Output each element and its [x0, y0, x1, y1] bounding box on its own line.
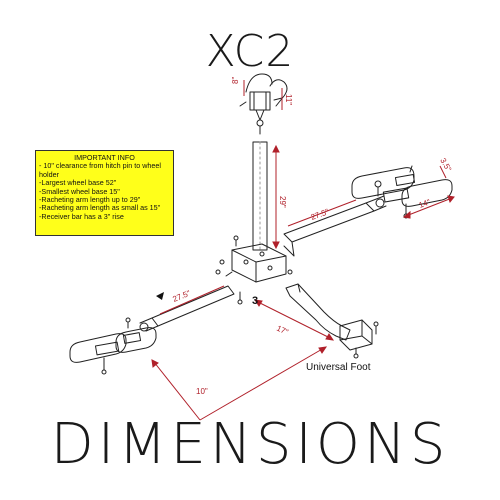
receiver-bar [285, 283, 351, 341]
dim-top-height: 11" [284, 94, 293, 105]
center-receiver [215, 235, 293, 305]
right-wheel-holder [351, 165, 453, 219]
dim-right-holder-height: 3.5" [438, 157, 453, 174]
info-list: - 10" clearance from hitch pin to wheel … [39, 161, 170, 221]
dim-top-width: 8" [231, 77, 240, 84]
dim-receiver-length: 17" [275, 324, 290, 337]
info-line: - 10" clearance from hitch pin to wheel [39, 161, 162, 171]
dim-rise: 3 [252, 295, 258, 307]
dim-right-arm-length: 27.5" [310, 207, 331, 222]
dim-clearance: 10" [196, 387, 208, 396]
mast-tube [252, 141, 268, 251]
direction-arrow [156, 292, 164, 300]
model-title: XC2 [205, 26, 295, 77]
dim-right-holder-length: 14" [418, 197, 432, 210]
info-line: -Largest wheel base 52" [39, 178, 117, 188]
info-line: -Smallest wheel base 15" [39, 186, 120, 196]
dim-mast-height: 29" [278, 196, 287, 208]
universal-foot [339, 319, 379, 359]
info-line: -Receiver bar has a 3" rise [39, 211, 124, 221]
info-line: -Racheting arm length up to 29" [39, 195, 141, 205]
left-wheel-holder [69, 317, 157, 375]
info-line: holder [39, 169, 59, 179]
page-title: DIMENSIONS [50, 412, 450, 477]
universal-foot-label: Universal Foot [306, 362, 371, 373]
important-info-box: IMPORTANT INFO - 10" clearance from hitc… [35, 150, 174, 236]
right-arm [283, 180, 387, 257]
top-hook-assembly [239, 73, 288, 135]
info-heading: IMPORTANT INFO [74, 153, 135, 162]
left-arm [139, 285, 235, 332]
info-line: -Racheting arm length as small as 15" [39, 203, 161, 213]
